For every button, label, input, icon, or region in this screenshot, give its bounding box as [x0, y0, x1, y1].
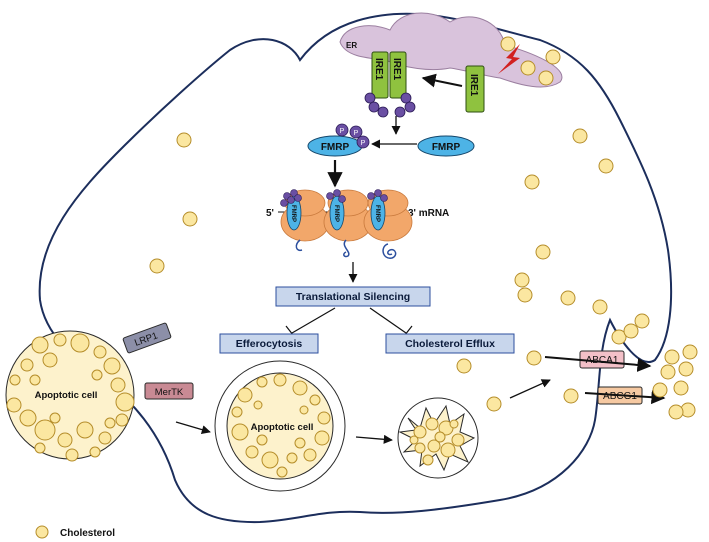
- nascent-peptide-3: [382, 243, 397, 259]
- efferocytosis-label: Efferocytosis: [236, 338, 303, 350]
- fmrp-bound-1-label: FMRP: [290, 205, 296, 222]
- stress-lightning-icon: [498, 44, 520, 74]
- cholesterol-efflux-label: Cholesterol Efflux: [405, 338, 495, 350]
- apoptotic-cell-outside-label: Apoptotic cell: [35, 390, 98, 401]
- nascent-peptide-1: [295, 239, 303, 252]
- inhibit-efflux-line: [369, 307, 407, 334]
- cholesterol-legend-label: Cholesterol: [60, 528, 115, 539]
- ire1-dimer-left: [371, 51, 389, 99]
- ire1-dimer-right: [389, 51, 407, 99]
- arrow-abca1-efflux: [544, 356, 652, 372]
- fmrp-unphosphorylated-label: FMRP: [432, 142, 461, 153]
- fmrp-bound-3-label: FMRP: [374, 205, 380, 222]
- arrow-to-engulfed-cell: [175, 421, 211, 435]
- arrow-to-efflux-transporters: [509, 379, 551, 399]
- apoptotic-cell-outside-cholesterol: [6, 333, 135, 462]
- phospho-label: P: [340, 128, 345, 135]
- fmrp-bound-2-label: FMRP: [333, 205, 339, 222]
- ribosome-phospho-groups: [280, 189, 388, 207]
- ire1-monomer-label: IRE1: [468, 74, 479, 97]
- ire1-monomer: [465, 65, 485, 113]
- phospho-label: P: [361, 140, 366, 147]
- arrow-abcg1-efflux: [584, 390, 666, 405]
- degraded-cell-cholesterol: [409, 417, 465, 466]
- apoptotic-cell-engulfed-cholesterol: [231, 373, 331, 478]
- ire1-dimer-left-label: IRE1: [373, 58, 384, 81]
- er-label: ER: [346, 41, 357, 50]
- apoptotic-cell-engulfed-label: Apoptotic cell: [251, 422, 314, 433]
- arrow-ire1-dimerization: [421, 73, 463, 88]
- abcg1-label: ABCG1: [603, 391, 637, 402]
- fmrp-unphosphorylated: [417, 135, 475, 157]
- mertk-label: MerTK: [155, 387, 184, 398]
- dimer-phospho-groups: [364, 92, 416, 118]
- abca1-label: ABCA1: [586, 355, 619, 366]
- mrna-five-prime-label: 5': [266, 208, 274, 219]
- free-cholesterol-droplets: [149, 36, 698, 420]
- inhibit-efferocytosis-line: [291, 307, 336, 334]
- endoplasmic-reticulum: [339, 12, 563, 88]
- ire1-dimer-right-label: IRE1: [391, 58, 402, 81]
- cholesterol-legend-icon: [35, 525, 49, 539]
- cholesterol-efflux-box: [385, 333, 515, 354]
- fmrp-phospho-groups: P P P: [335, 123, 370, 149]
- mertk-receptor: [144, 382, 194, 400]
- mrna-three-prime-label: 3' mRNA: [408, 208, 449, 219]
- lrp1-receptor: [122, 322, 172, 354]
- phospho-label: P: [354, 130, 359, 137]
- efferocytosis-box: [219, 333, 319, 354]
- translational-silencing-label: Translational Silencing: [296, 291, 410, 303]
- fmrp-phosphorylated-label: FMRP: [321, 142, 350, 153]
- nascent-peptide-2: [343, 239, 350, 258]
- translational-silencing-box: [275, 286, 431, 307]
- arrow-to-degradation: [355, 434, 393, 444]
- cell-membrane: [38, 12, 673, 524]
